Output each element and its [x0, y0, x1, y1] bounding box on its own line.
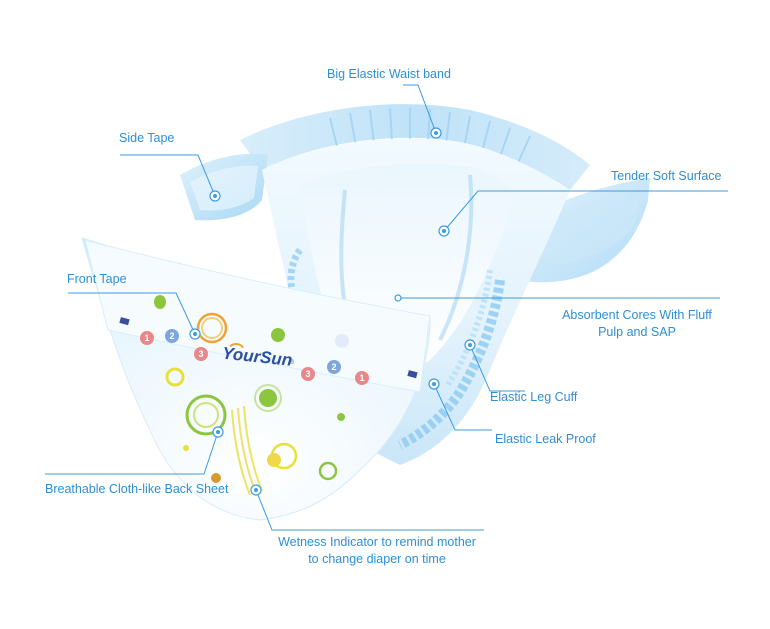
- waist-band-pleats: [329, 107, 531, 164]
- label-side-tape: Side Tape: [119, 131, 175, 145]
- brand-registered: ®: [288, 358, 295, 367]
- leader-lines: [45, 84, 728, 531]
- print-number: 3: [305, 369, 310, 379]
- label-wetness-line2: to change diaper on time: [308, 552, 446, 566]
- waist-band: [240, 104, 590, 190]
- print-number: 1: [359, 373, 364, 383]
- label-absorbent-core-line1: Absorbent Cores With Fluff: [562, 308, 712, 322]
- label-waist-band: Big Elastic Waist band: [327, 67, 451, 81]
- label-wetness-indicator: Wetness Indicator to remind mother to ch…: [266, 534, 488, 568]
- label-front-tape: Front Tape: [67, 272, 127, 286]
- print-number: 3: [198, 349, 203, 359]
- front-tape: [84, 239, 431, 393]
- callout-markers: [189, 127, 476, 496]
- right-ruffle: [397, 279, 505, 450]
- label-absorbent-core: Absorbent Cores With Fluff Pulp and SAP: [548, 307, 726, 341]
- label-wetness-line1: Wetness Indicator to remind mother: [278, 535, 476, 549]
- label-leak-proof: Elastic Leak Proof: [495, 432, 596, 446]
- print-number: 2: [331, 362, 336, 372]
- print-number: 1: [144, 333, 149, 343]
- right-wing-mesh: [540, 192, 640, 265]
- print-number: 2: [169, 331, 174, 341]
- label-soft-surface: Tender Soft Surface: [611, 169, 722, 183]
- label-absorbent-core-line2: Pulp and SAP: [598, 325, 676, 339]
- label-back-sheet: Breathable Cloth-like Back Sheet: [45, 482, 229, 496]
- label-leg-cuff: Elastic Leg Cuff: [490, 390, 578, 404]
